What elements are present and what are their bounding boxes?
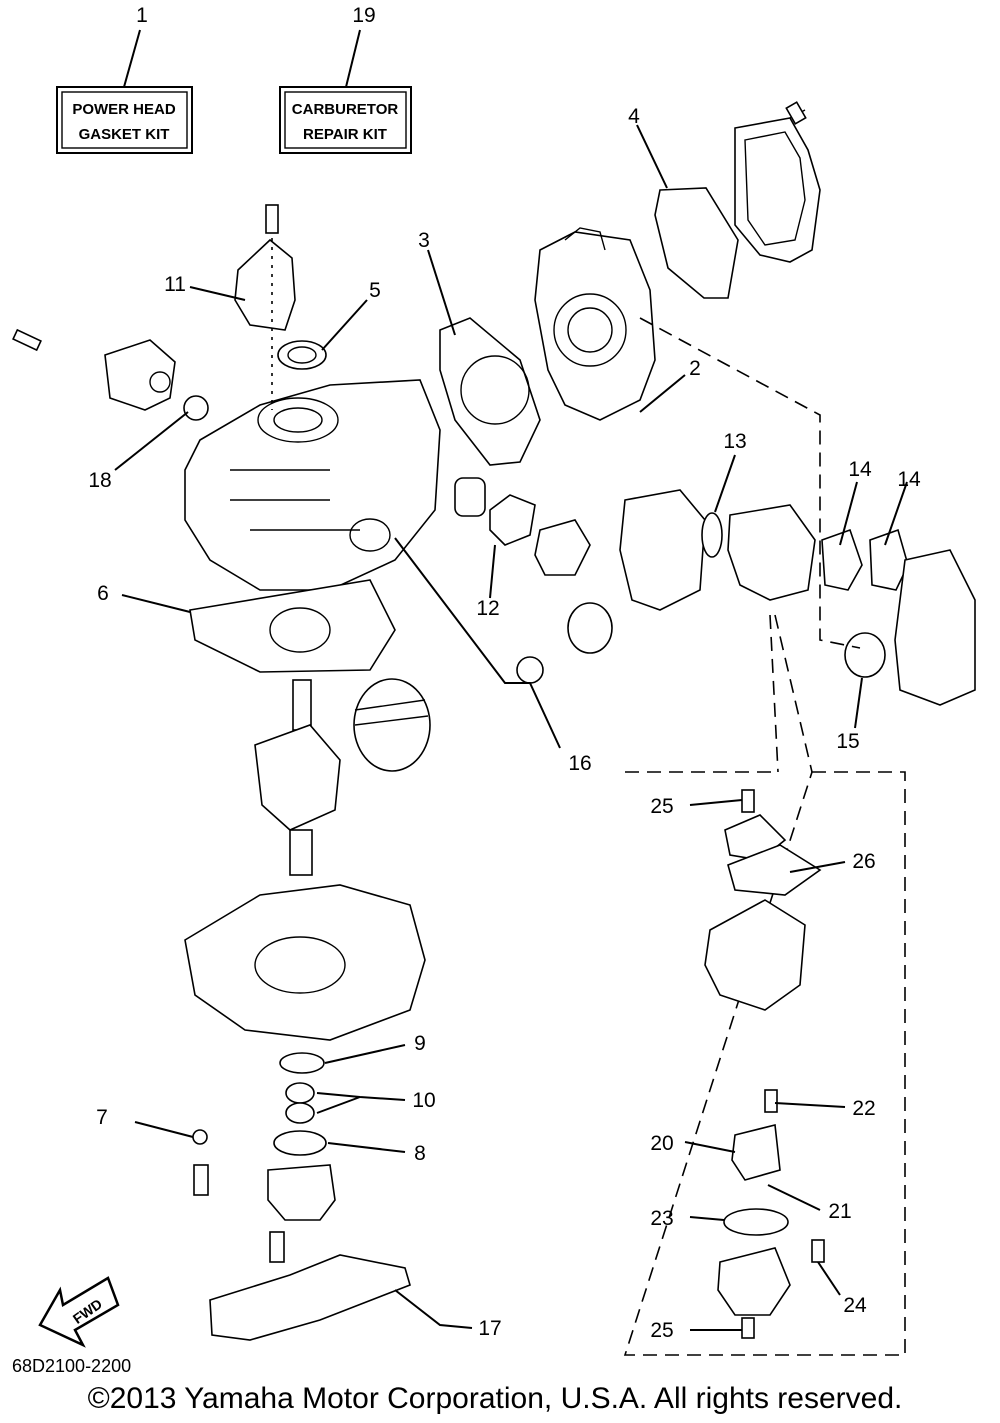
fwd-arrow-icon: FWD [38,1276,120,1348]
leader-19 [345,29,361,88]
kit-box-inner [284,91,407,149]
callout-7: 7 [96,1106,108,1129]
piston-part [353,678,431,772]
diagram-code: 68D2100-2200 [12,1356,131,1376]
gasket-15-part [844,632,886,678]
callout-21: 21 [828,1200,851,1223]
gasket-17-part [209,1254,411,1341]
bolt-lower2-part [269,1231,285,1263]
cylinder-block-part [184,379,441,591]
callout-8: 8 [414,1142,426,1165]
detail-dash-b [774,614,813,773]
float-bowl-part [717,1247,791,1316]
callout-6: 6 [97,582,109,605]
callout-18: 18 [88,469,111,492]
copyright: ©2013 Yamaha Motor Corporation, U.S.A. A… [88,1382,903,1415]
callout-26: 26 [852,850,875,873]
leader-1 [123,29,141,88]
callout-22: 22 [852,1097,875,1120]
callout-24: 24 [843,1294,867,1317]
callouts: 2 3 4 5 6 7 8 9 10 11 12 13 14 14 15 16 … [88,105,921,1342]
callout-16: 16 [568,752,591,775]
oil-seal-5-inner [287,346,317,364]
callout-12: 12 [476,597,499,620]
carburetor-detail-box [623,771,906,1356]
carburetor-part [727,504,816,601]
seal-10b-part [285,1102,315,1124]
callout-25b: 25 [650,1319,673,1342]
plug-part [567,602,613,654]
detail-dash-a [769,614,779,773]
o-ring-8-part [273,1130,327,1156]
callout-14b: 14 [897,468,921,491]
carburetor-repair-kit: 19 CARBURETOR REPAIR KIT [279,4,412,154]
callout-17: 17 [478,1317,501,1340]
callout-2: 2 [689,357,701,380]
screw-25a-part [741,789,755,813]
crankcase-part [184,884,426,1041]
housing-part [534,519,591,576]
gasket-3-bore [460,355,530,425]
top-cover-part [734,101,821,263]
cylinder-head-part [534,227,656,421]
oil-seal-5-part [277,340,327,370]
carb-body-part [704,899,806,1011]
gasket-14b-part [869,528,909,591]
routing-dash [639,317,861,649]
screw-24-part [811,1239,825,1263]
washer-7-part [192,1129,208,1145]
gasket-12-part [489,494,536,546]
gasket-4-part [654,187,739,299]
screw-25b-part [741,1317,755,1339]
crankshaft-part [254,679,341,876]
float-20-part [731,1124,781,1181]
callout-13: 13 [723,430,746,453]
cover-11-part [234,238,296,331]
gasket-3-part [439,317,541,466]
leader-lines [114,124,908,1331]
callout-25a: 25 [650,795,673,818]
silencer-part [894,549,976,706]
kit-box-outer [56,86,193,154]
bolt-part [265,204,279,234]
callout-4: 4 [628,105,640,128]
callout-19: 19 [352,4,375,27]
seal-10a-part [285,1082,315,1104]
kit-label-line1: POWER HEAD [72,101,176,118]
callout-1: 1 [136,4,148,27]
callout-9: 9 [414,1032,426,1055]
cap-part [454,477,486,517]
kit-label-line2: REPAIR KIT [303,126,387,143]
housing-bottom-part [267,1164,336,1221]
callout-5: 5 [369,279,381,302]
o-ring-13-part [701,512,723,558]
callout-3: 3 [418,229,430,252]
intake-part [619,489,706,611]
kit-label-line1: CARBURETOR [292,101,399,118]
callout-11: 11 [164,273,186,296]
jet-22-part [764,1089,778,1113]
bearing-part [269,607,331,653]
kit-label-line2: GASKET KIT [79,126,170,143]
o-ring-18-part [183,395,209,421]
fuel-pump-part [12,328,176,411]
callout-10: 10 [412,1089,435,1112]
gasket-26-part [727,844,822,896]
kit-box-outer [279,86,412,154]
o-ring-16-part [516,656,544,684]
power-head-gasket-kit: 1 POWER HEAD GASKET KIT [56,4,193,154]
callout-20: 20 [650,1132,673,1155]
gasket-6-part [189,579,396,673]
gasket-14a-part [821,528,863,591]
bolt-lower-part [193,1164,209,1196]
oil-seal-9-part [279,1052,325,1074]
callout-15: 15 [836,730,859,753]
kit-box-inner [61,91,188,149]
callout-23: 23 [650,1207,673,1230]
o-ring-23-part [723,1208,789,1236]
callout-14a: 14 [848,458,872,481]
